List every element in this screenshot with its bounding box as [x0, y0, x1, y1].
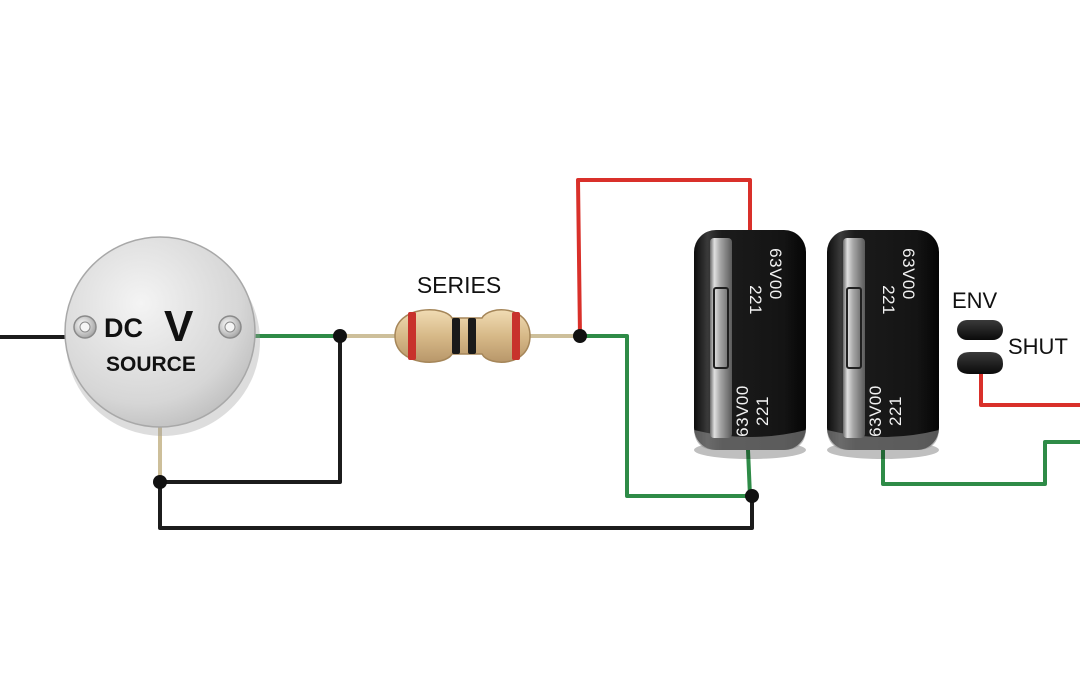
junctions — [153, 329, 759, 503]
wire-cap2-lead — [881, 440, 1080, 486]
cap1-text-top-line1: 63V00 — [766, 248, 785, 300]
cap2-text-bottom-line2: 221 — [886, 396, 905, 426]
source-label-dc: DC — [104, 313, 143, 343]
resistor-band — [512, 312, 520, 360]
wire-switch-red — [979, 364, 1080, 407]
source-label-source: SOURCE — [106, 353, 196, 376]
switch-label-env: ENV — [952, 288, 998, 313]
resistor-label: SERIES — [417, 272, 501, 298]
cap1-text-bottom-line2: 221 — [753, 396, 772, 426]
capacitor-1: 63V00 221 63V00 221 — [694, 230, 806, 459]
env-shut-switch: ENV SHUT — [952, 288, 1068, 374]
resistor-band — [452, 318, 460, 354]
junction-dot — [573, 329, 587, 343]
resistor-band — [468, 318, 476, 354]
dc-source: DC V SOURCE — [64, 236, 260, 436]
wire-ground-lower — [158, 480, 754, 530]
switch-contact-top — [957, 320, 1003, 340]
junction-dot — [333, 329, 347, 343]
resistor-band — [408, 312, 416, 360]
cap2-text-top-line2: 221 — [879, 285, 898, 315]
switch-contact-bottom — [957, 352, 1003, 374]
capacitor-2: 63V00 221 63V00 221 — [827, 230, 939, 459]
junction-dot — [153, 475, 167, 489]
wire-red-top — [576, 178, 752, 338]
wire-ground-upper — [158, 334, 342, 484]
junction-dot — [745, 489, 759, 503]
wires — [0, 178, 1080, 530]
cap2-text-bottom-line1: 63V00 — [866, 385, 885, 437]
resistor-bands — [408, 312, 520, 360]
wire-node-to-cap-bottom — [578, 334, 754, 498]
series-resistor: SERIES — [394, 272, 531, 363]
cap1-text-bottom-line1: 63V00 — [733, 385, 752, 437]
wire-cap1-lead — [746, 448, 752, 498]
source-label-v: V — [164, 302, 194, 351]
switch-label-shut: SHUT — [1008, 334, 1068, 359]
cap2-text-top-line1: 63V00 — [899, 248, 918, 300]
cap1-text-top-line2: 221 — [746, 285, 765, 315]
